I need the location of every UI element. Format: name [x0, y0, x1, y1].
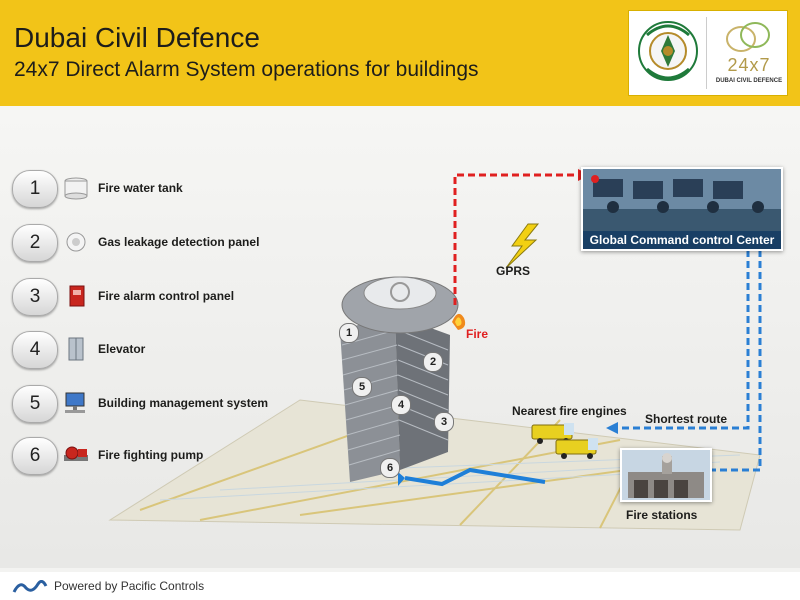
brand-number: 24x7 [727, 55, 771, 75]
legend-item-6: 6 Fire fighting pump [12, 437, 287, 475]
legend-label: Building management system [98, 396, 269, 410]
building-marker-1: 1 [339, 323, 359, 343]
civil-defence-seal-icon [638, 21, 698, 81]
page-subtitle: 24x7 Direct Alarm System operations for … [14, 58, 479, 81]
dispatch-path [618, 250, 750, 430]
brand-mark: 24x7 DUBAI CIVIL DEFENCE [711, 11, 787, 95]
alarm-panel-icon [69, 285, 85, 307]
command-center-photo: Global Command control Center [581, 167, 783, 251]
legend-number: 6 [12, 437, 58, 475]
legend-label: Gas leakage detection panel [98, 235, 260, 249]
building-tower [340, 276, 466, 482]
fire-station-building-icon [622, 450, 710, 500]
dispatch-arrow-head [606, 422, 618, 434]
water-tank-icon [64, 177, 88, 200]
station-path [712, 250, 762, 472]
fire-stations-photo [620, 448, 712, 502]
gprs-label: GPRS [496, 264, 531, 278]
logo-box: 24x7 DUBAI CIVIL DEFENCE [628, 10, 788, 96]
legend-item-1: 1 Fire water tank [12, 170, 287, 208]
page-title: Dubai Civil Defence [14, 22, 260, 53]
rings-logo-icon [726, 22, 770, 52]
brand-label: DUBAI CIVIL DEFENCE [715, 78, 783, 84]
alarm-signal-path [453, 173, 578, 305]
legend-item-2: 2 Gas leakage detection panel [12, 224, 287, 262]
footer-text: Powered by Pacific Controls [54, 579, 205, 593]
computer-icon [65, 392, 85, 413]
operators-illustration [583, 169, 781, 231]
pacific-controls-logo-icon [12, 580, 48, 593]
building-marker-5: 5 [352, 377, 372, 397]
building-marker-3: 3 [434, 412, 454, 432]
command-center-label: Global Command control Center [583, 231, 781, 249]
fire-engine-icon [531, 423, 598, 459]
legend-number: 2 [12, 224, 58, 262]
legend-number: 3 [12, 278, 58, 316]
gas-detector-icon [66, 232, 86, 252]
gprs-lightning-icon [505, 223, 540, 269]
legend-label: Fire water tank [98, 181, 183, 195]
building-marker-4: 4 [391, 395, 411, 415]
legend-item-5: 5 Building management system [12, 385, 287, 423]
shortest-route-label: Shortest route [645, 412, 728, 426]
legend-label: Fire alarm control panel [98, 289, 235, 303]
fire-stations-label: Fire stations [626, 508, 698, 522]
building-marker-2: 2 [423, 352, 443, 372]
route-line [404, 467, 546, 487]
legend-number: 4 [12, 331, 58, 369]
footer: Powered by Pacific Controls [0, 572, 800, 600]
alarm-dot-icon [591, 175, 599, 183]
header-banner: Dubai Civil Defence 24x7 Direct Alarm Sy… [0, 0, 800, 106]
legend-label: Elevator [98, 342, 146, 356]
legend-label: Fire fighting pump [98, 448, 204, 462]
pump-icon [64, 446, 88, 461]
logo-divider [706, 17, 707, 89]
legend-number: 1 [12, 170, 58, 208]
fire-engines-label: Nearest fire engines [512, 404, 627, 418]
building-marker-6: 6 [380, 458, 400, 478]
legend-item-4: 4 Elevator [12, 331, 287, 369]
elevator-icon [68, 337, 84, 361]
fire-label: Fire [466, 327, 489, 341]
route-arrow-head [398, 472, 405, 486]
legend-number: 5 [12, 385, 58, 423]
legend-item-3: 3 Fire alarm control panel [12, 278, 287, 316]
